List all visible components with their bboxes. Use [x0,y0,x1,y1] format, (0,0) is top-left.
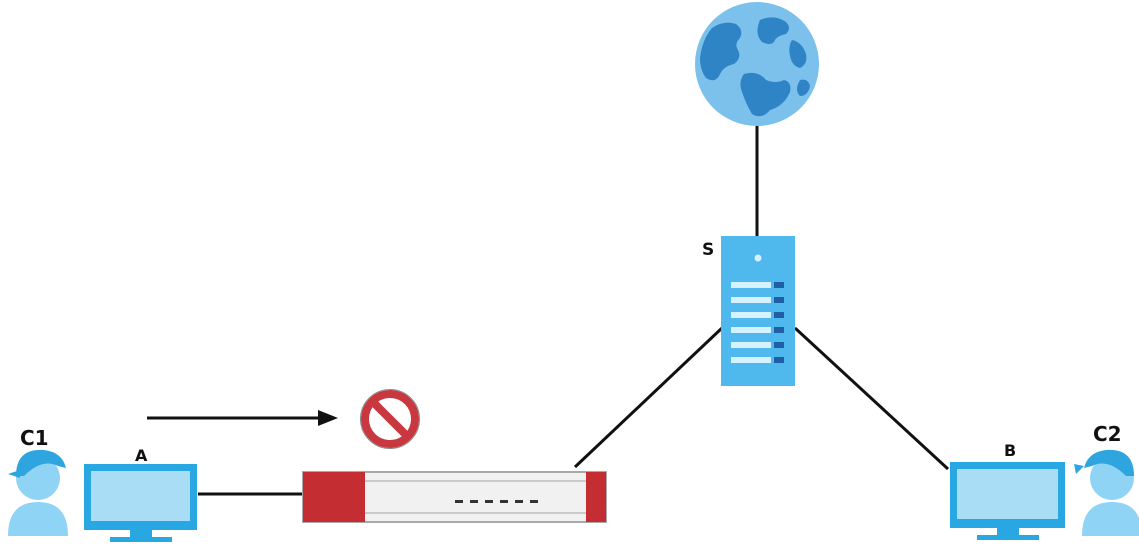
computer-label-right: B [1004,441,1016,460]
arrow-icon [147,410,338,426]
user-label-right: C2 [1093,422,1122,446]
firewall-icon [302,471,607,523]
server-firewall-link [573,326,724,469]
firewall-ports [455,500,538,503]
connection-lines [198,125,950,496]
monitor-icon-right [950,462,1065,540]
computer-label-left: A [135,446,148,465]
server-label: S [702,240,714,260]
monitor-icon-left [84,464,197,542]
server-slots [731,282,784,363]
server-computer-b-link [793,326,950,471]
user-icon-right [1074,449,1139,536]
globe-icon [695,2,819,126]
server-icon [721,236,795,386]
block-icon [360,389,420,449]
user-icon-left [8,449,68,536]
user-label-left: C1 [20,426,49,450]
